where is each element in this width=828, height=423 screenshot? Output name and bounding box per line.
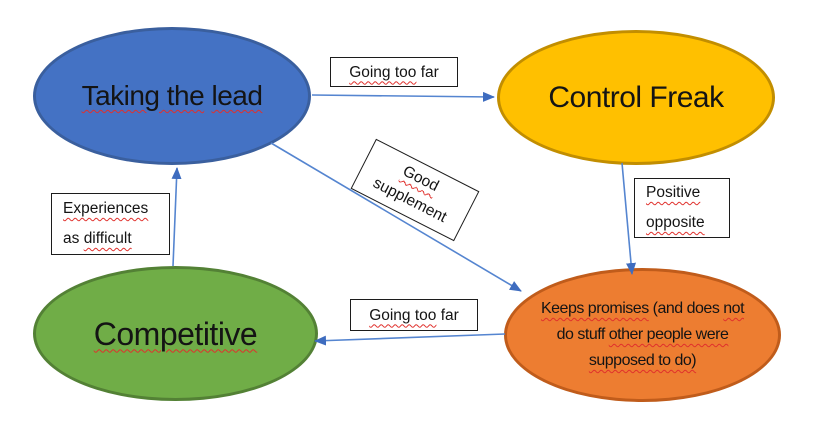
misspelled-word: opposite [646, 214, 705, 231]
misspelled-word: Taking the [81, 80, 205, 111]
label-positive-opposite[interactable]: Positive opposite [634, 178, 730, 238]
node-label: Taking the lead [82, 79, 263, 113]
text-segment: (and does [648, 300, 724, 317]
text-line: Keeps promises (and does not [540, 296, 745, 322]
text-segment: Control Freak [548, 80, 724, 114]
text-segment: far [436, 306, 459, 324]
label-going-too-far-top[interactable]: Going too far [330, 57, 458, 87]
arrow-keepspromises-to-competitive[interactable] [314, 333, 506, 346]
text-line: as difficult [52, 224, 169, 254]
misspelled-word: Going too [369, 306, 437, 324]
node-competitive[interactable]: Competitive [33, 266, 318, 401]
text-line: Experiences [52, 194, 169, 224]
node-taking-the-lead[interactable]: Taking the lead [33, 27, 311, 165]
text-segment: do stuff [556, 326, 609, 343]
node-label: Control Freak [548, 80, 724, 116]
text-line: Positive [635, 178, 729, 208]
arrow-lead-to-keepspromises[interactable] [270, 142, 522, 292]
misspelled-word: Positive [646, 184, 701, 201]
text-line: Going too far [331, 59, 457, 86]
text-line: Competitive [93, 315, 258, 353]
arrow-lead-to-controlfreak[interactable] [311, 91, 495, 102]
misspelled-word: lead [211, 80, 263, 111]
misspelled-word: not [723, 300, 745, 317]
label-going-too-far-bottom[interactable]: Going too far [350, 299, 478, 331]
node-label: Competitive [93, 315, 258, 353]
arrow-competitive-to-lead[interactable] [171, 167, 182, 267]
misspelled-word: Going too [349, 63, 417, 81]
text-line: Control Freak [548, 80, 724, 116]
label-experiences-as-difficult[interactable]: Experiences as difficult [51, 193, 170, 255]
misspelled-word: supposed to do) [588, 352, 697, 369]
text-line: do stuff other people were [541, 322, 744, 348]
text-line: opposite [635, 208, 729, 238]
misspelled-word: Keeps promises [540, 300, 649, 317]
text-line: Taking the lead [82, 79, 263, 113]
node-control-freak[interactable]: Control Freak [497, 30, 775, 165]
misspelled-word: difficult [83, 230, 132, 247]
text-segment: as [63, 230, 84, 247]
text-line: Going too far [351, 301, 477, 330]
misspelled-word: other people were [608, 326, 729, 343]
arrow-controlfreak-to-keepspromises[interactable] [621, 162, 636, 275]
text-segment: far [416, 63, 439, 81]
misspelled-word: Experiences [63, 200, 149, 217]
misspelled-word: Competitive [93, 315, 258, 352]
text-line: supposed to do) [541, 348, 744, 374]
